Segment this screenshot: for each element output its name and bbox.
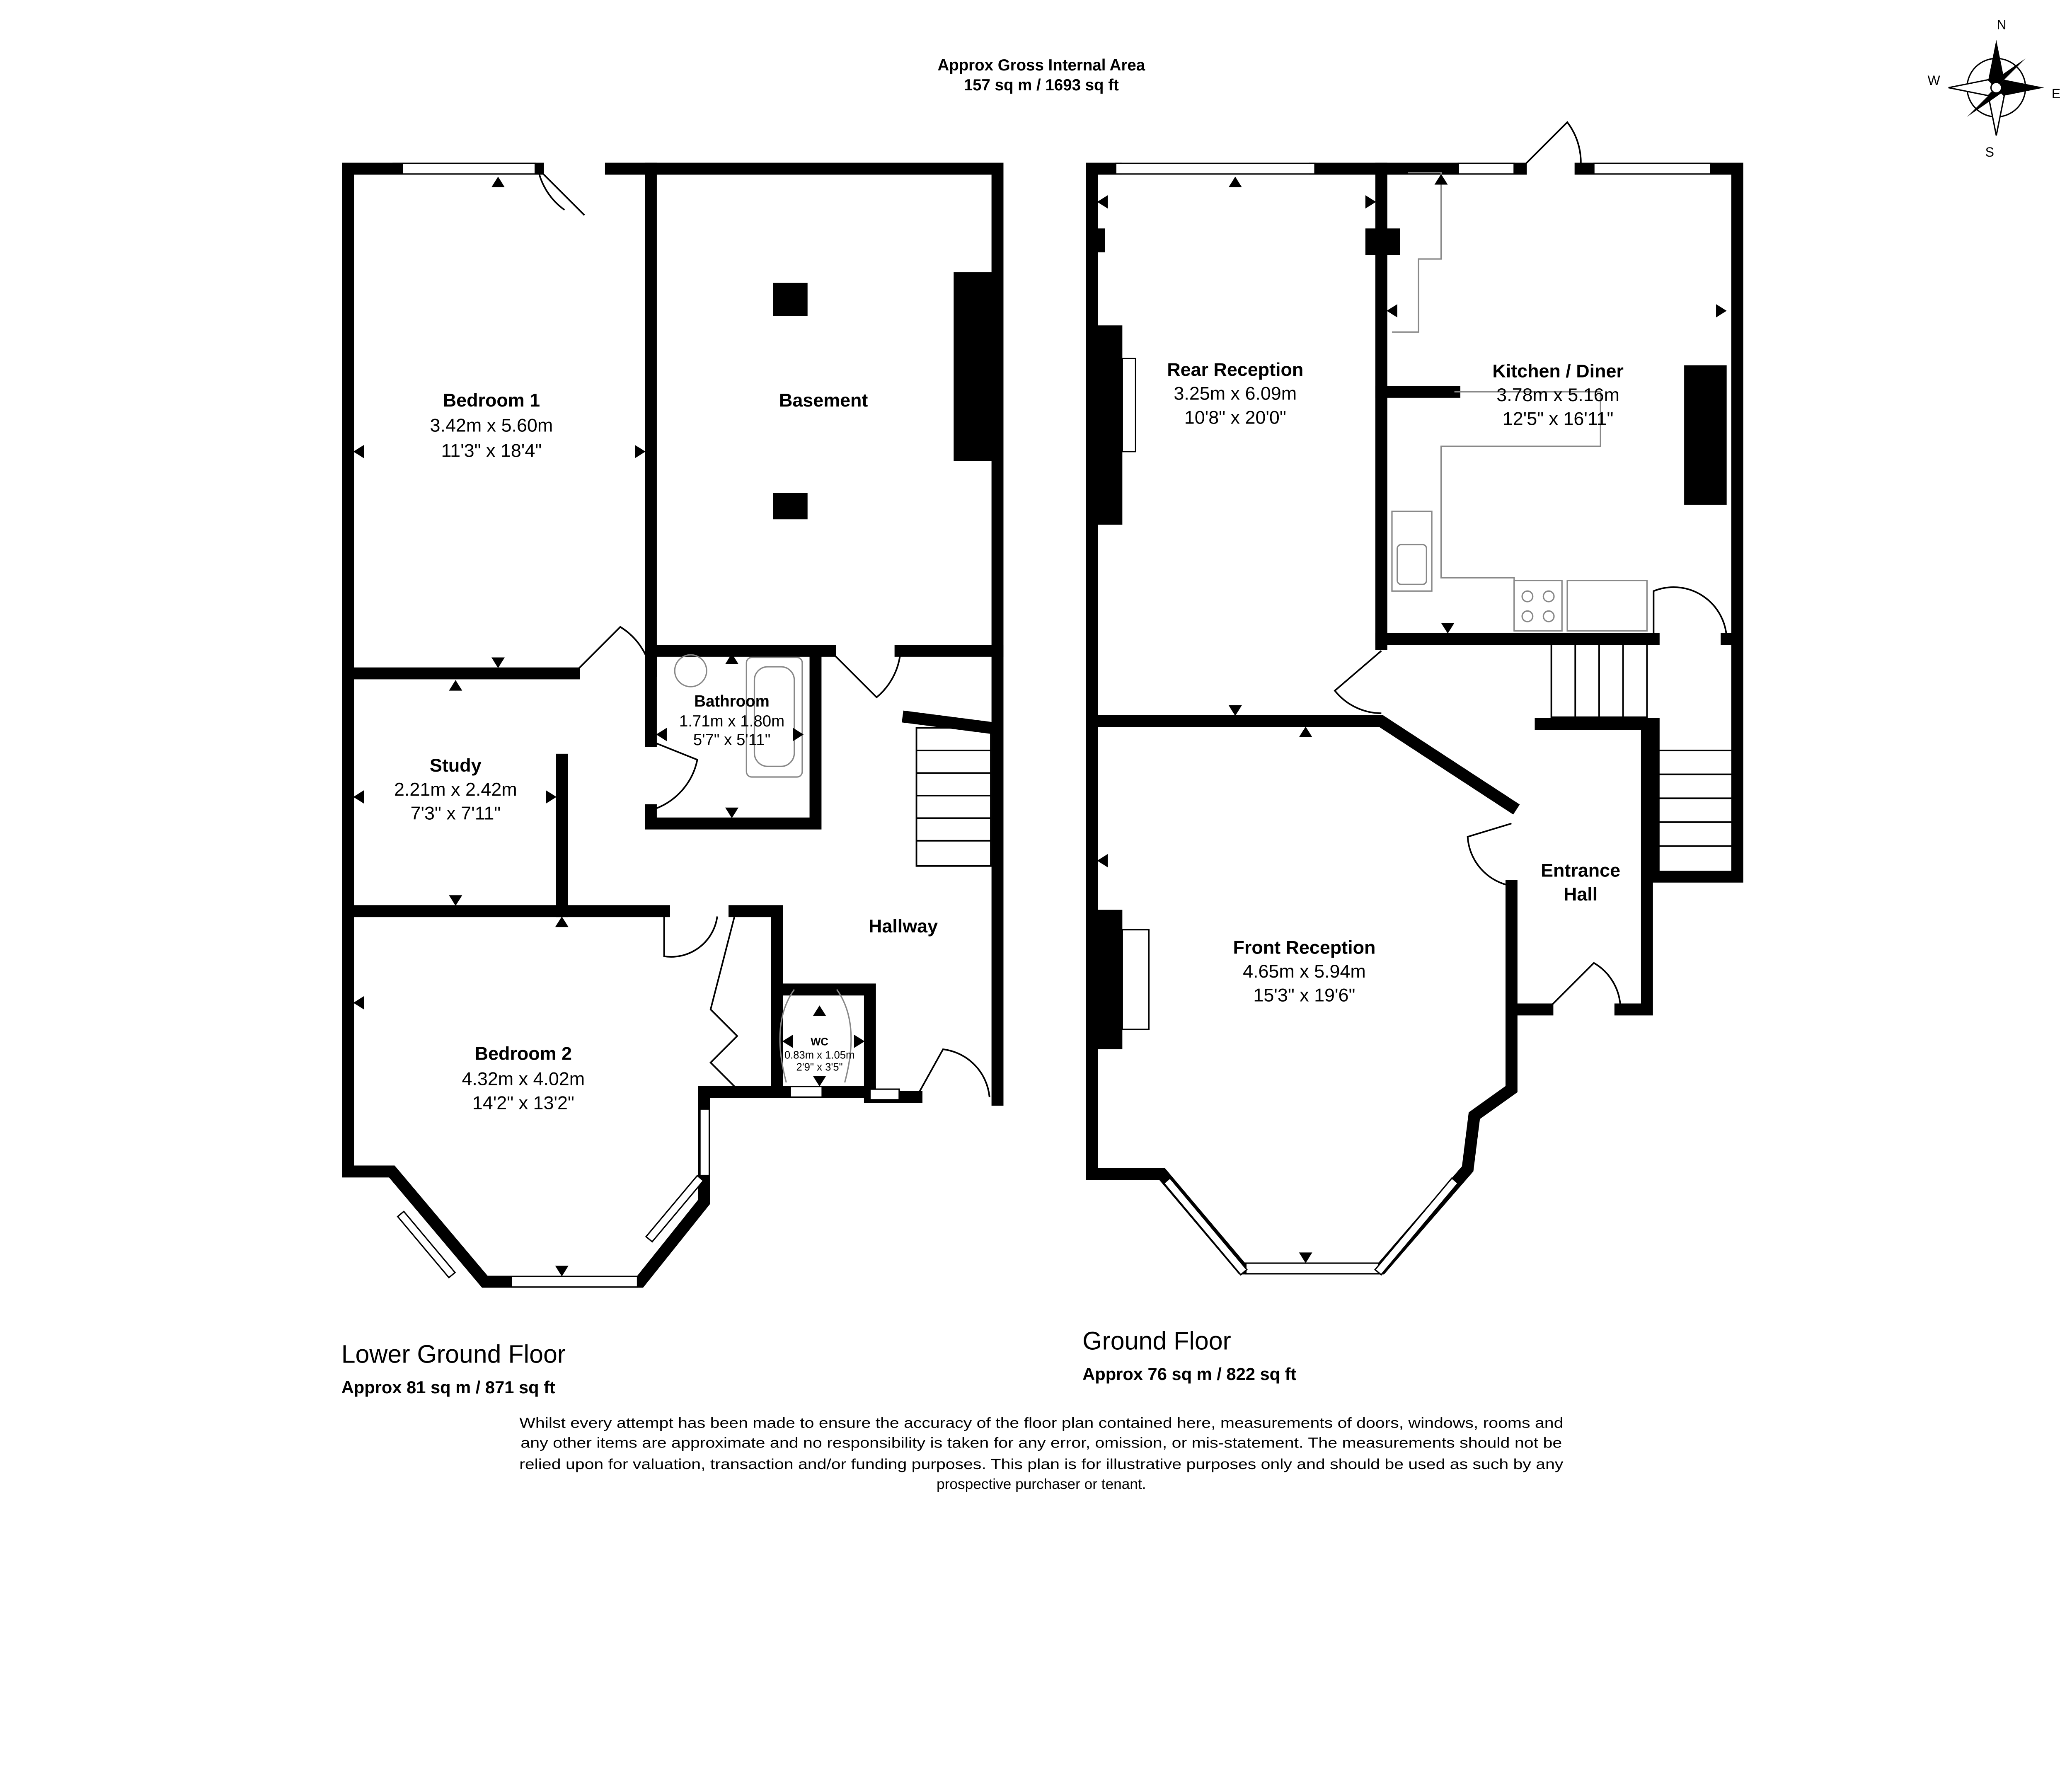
room-bedroom2-name: Bedroom 2 xyxy=(475,1043,572,1064)
room-bedroom1-imperial: 11'3" x 18'4" xyxy=(441,440,542,461)
lower-ground-area: Approx 81 sq m / 871 sq ft xyxy=(341,1377,555,1397)
room-wc-metric: 0.83m x 1.05m xyxy=(784,1049,855,1061)
room-entrance-hall-line1: Entrance xyxy=(1541,859,1620,881)
gross-area-title: Approx Gross Internal Area xyxy=(937,56,1145,74)
room-kitchen-metric: 3.78m x 5.16m xyxy=(1496,384,1619,405)
gross-area-value: 157 sq m / 1693 sq ft xyxy=(964,76,1119,94)
room-front-reception-name: Front Reception xyxy=(1233,937,1375,958)
room-front-reception-metric: 4.65m x 5.94m xyxy=(1243,961,1366,982)
room-bedroom2-metric: 4.32m x 4.02m xyxy=(462,1068,585,1089)
ground-area: Approx 76 sq m / 822 sq ft xyxy=(1082,1364,1296,1384)
room-wc-name: WC xyxy=(811,1036,828,1048)
disclaimer: Whilst every attempt has been made to en… xyxy=(519,1415,1564,1492)
room-study-name: Study xyxy=(430,755,482,776)
room-rear-reception-imperial: 10'8" x 20'0" xyxy=(1184,407,1286,428)
room-bedroom1-name: Bedroom 1 xyxy=(443,390,540,411)
compass-e: E xyxy=(2052,86,2060,101)
room-rear-reception-name: Rear Reception xyxy=(1167,359,1303,380)
room-study-imperial: 7'3" x 7'11" xyxy=(410,803,501,824)
floor-plan: Approx Gross Internal Area 157 sq m / 16… xyxy=(341,17,2061,1492)
ground-floor-plan: Rear Reception 3.25m x 6.09m 10'8" x 20'… xyxy=(1082,121,1743,1384)
lower-ground-floor-plan: Bedroom 1 3.42m x 5.60m 11'3" x 18'4" Ba… xyxy=(341,162,1004,1397)
room-study-metric: 2.21m x 2.42m xyxy=(394,779,517,800)
room-bathroom-imperial: 5'7" x 5'11" xyxy=(693,731,771,749)
compass-icon: N S E W xyxy=(1928,17,2061,160)
ground-title: Ground Floor xyxy=(1082,1327,1231,1355)
room-kitchen-name: Kitchen / Diner xyxy=(1492,360,1624,381)
compass-w: W xyxy=(1928,73,1941,88)
disclaimer-line: Whilst every attempt has been made to en… xyxy=(519,1415,1563,1431)
room-rear-reception-metric: 3.25m x 6.09m xyxy=(1174,383,1297,404)
compass-s: S xyxy=(1985,145,1994,160)
room-bedroom2-imperial: 14'2" x 13'2" xyxy=(472,1092,574,1113)
stairs-ground xyxy=(1550,643,1733,847)
room-bathroom-name: Bathroom xyxy=(694,692,770,710)
room-bathroom-metric: 1.71m x 1.80m xyxy=(679,712,784,730)
disclaimer-line: relied upon for valuation, transaction a… xyxy=(519,1456,1564,1472)
room-entrance-hall-line2: Hall xyxy=(1564,884,1598,905)
compass-n: N xyxy=(1997,17,2007,32)
room-wc-imperial: 2'9" x 3'5" xyxy=(796,1061,843,1073)
disclaimer-line: any other items are approximate and no r… xyxy=(520,1435,1562,1451)
room-hallway-name: Hallway xyxy=(869,915,938,937)
disclaimer-line: prospective purchaser or tenant. xyxy=(937,1476,1146,1492)
room-basement-name: Basement xyxy=(779,390,868,411)
room-bedroom1-metric: 3.42m x 5.60m xyxy=(430,415,553,436)
stairs-lower xyxy=(902,710,998,867)
room-front-reception-imperial: 15'3" x 19'6" xyxy=(1253,985,1355,1006)
room-kitchen-imperial: 12'5" x 16'11" xyxy=(1503,408,1614,429)
lower-ground-title: Lower Ground Floor xyxy=(341,1340,566,1368)
